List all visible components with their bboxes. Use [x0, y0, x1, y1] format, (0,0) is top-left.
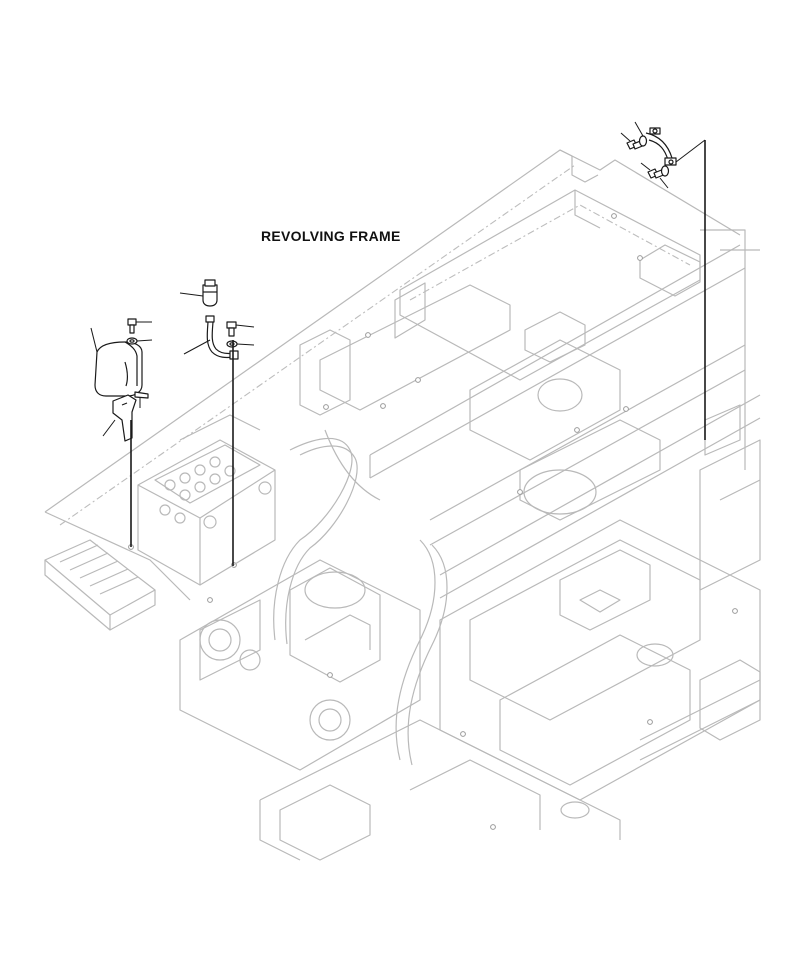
- battery-box: [137, 414, 276, 586]
- terminal-cap: [179, 279, 218, 307]
- bolt-center: [226, 321, 255, 348]
- cover-assembly: [90, 327, 149, 399]
- bolt-right-2: [640, 162, 670, 189]
- revolving-frame-label: REVOLVING FRAME: [261, 228, 401, 244]
- bolt-left-1: [126, 318, 153, 345]
- battery-cable: [183, 315, 239, 360]
- assembly-lines: [130, 140, 706, 566]
- ground-cable-assembly: [645, 127, 706, 166]
- bolt-right-1: [620, 121, 648, 150]
- revolving-frame-outline: [44, 149, 761, 861]
